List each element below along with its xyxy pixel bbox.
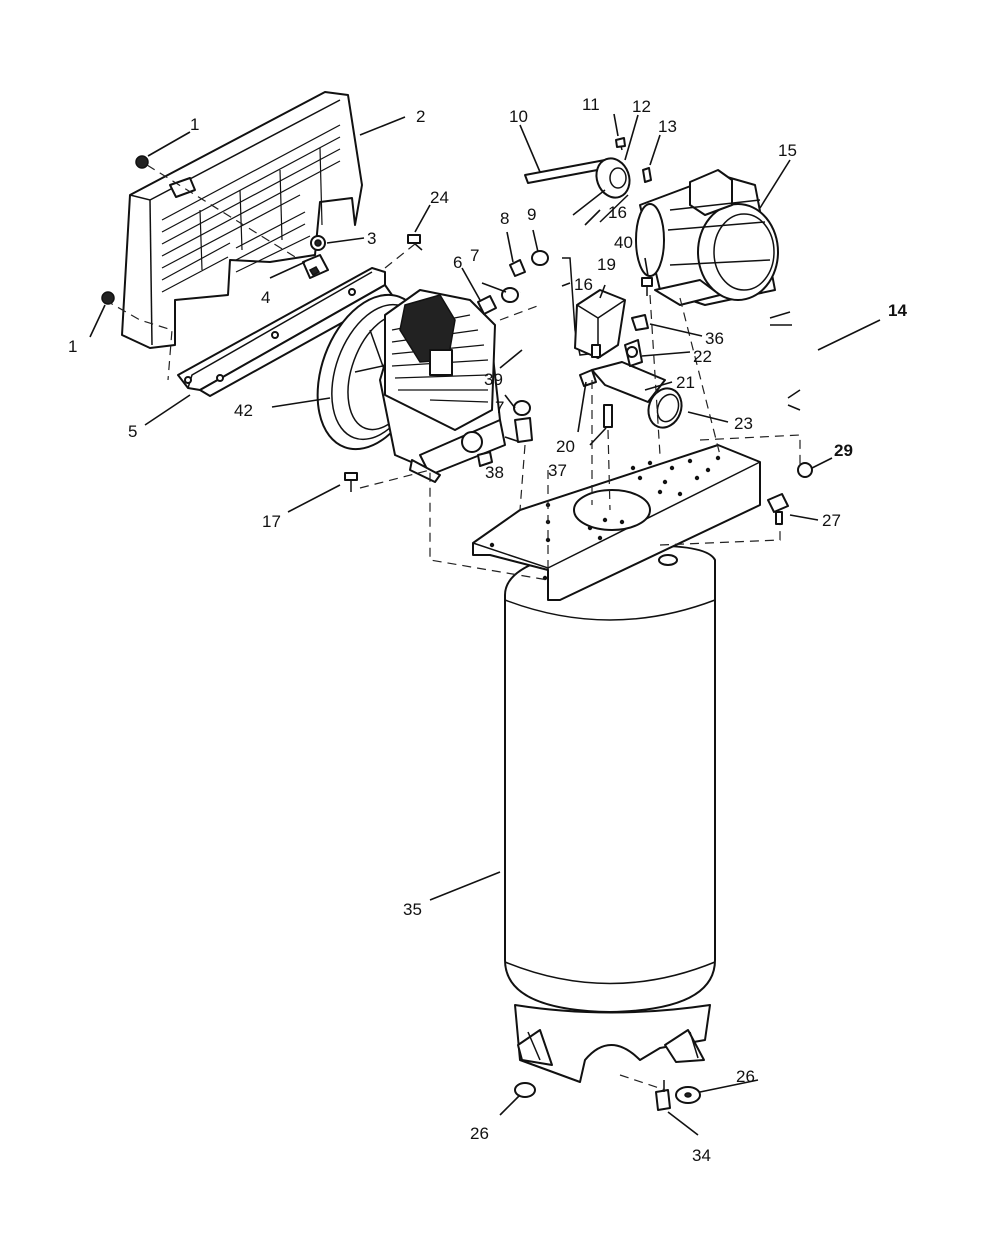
callout-5: 5	[128, 422, 137, 441]
callout-17: 17	[262, 512, 281, 531]
callout-29: 29	[834, 441, 853, 460]
callout-36: 36	[705, 329, 724, 348]
callout-40: 40	[614, 233, 633, 252]
callout-42: 42	[234, 401, 253, 420]
tank	[504, 544, 716, 1083]
callout-37: 37	[548, 461, 567, 480]
callout-27: 27	[822, 511, 841, 530]
motor	[635, 169, 779, 306]
callout-7-lower: 7	[495, 398, 504, 417]
pressure-switch	[574, 289, 626, 359]
callout-6: 6	[453, 253, 462, 272]
pulley	[524, 137, 652, 223]
callout-20: 20	[556, 437, 575, 456]
callout-1-left: 1	[68, 337, 77, 356]
callout-3: 3	[367, 229, 376, 248]
callout-35: 35	[403, 900, 422, 919]
leader-lines	[89, 113, 881, 1136]
callout-labels: 1 1 2 3 4 5 6 7 7 8 9 10 11 12 13 14 15 …	[68, 95, 907, 1165]
callout-19: 19	[597, 255, 616, 274]
pump	[316, 289, 506, 483]
belt-guard	[121, 91, 363, 349]
callout-24: 24	[430, 188, 449, 207]
hardware	[101, 155, 813, 1111]
base-plate	[472, 444, 761, 601]
callout-39: 39	[484, 370, 503, 389]
fittings	[477, 250, 683, 443]
callout-14: 14	[888, 301, 907, 320]
callout-26-left: 26	[470, 1124, 489, 1143]
callout-23: 23	[734, 414, 753, 433]
callout-7-upper: 7	[470, 246, 479, 265]
callout-9: 9	[527, 205, 536, 224]
callout-26-right: 26	[736, 1067, 755, 1086]
callout-1-top: 1	[190, 115, 199, 134]
callout-21: 21	[676, 373, 695, 392]
callout-12: 12	[632, 97, 651, 116]
power-cord	[769, 311, 850, 411]
callout-15: 15	[778, 141, 797, 160]
callout-13: 13	[658, 117, 677, 136]
callout-16-lower: 16	[574, 275, 593, 294]
callout-11: 11	[582, 95, 600, 114]
callout-2: 2	[416, 107, 425, 126]
callout-16-upper: 16	[608, 203, 627, 222]
callout-22: 22	[693, 347, 712, 366]
clip	[302, 235, 329, 279]
callout-34: 34	[692, 1146, 711, 1165]
callout-38: 38	[485, 463, 504, 482]
callout-10: 10	[509, 107, 528, 126]
callout-4: 4	[261, 288, 270, 307]
callout-8: 8	[500, 209, 509, 228]
